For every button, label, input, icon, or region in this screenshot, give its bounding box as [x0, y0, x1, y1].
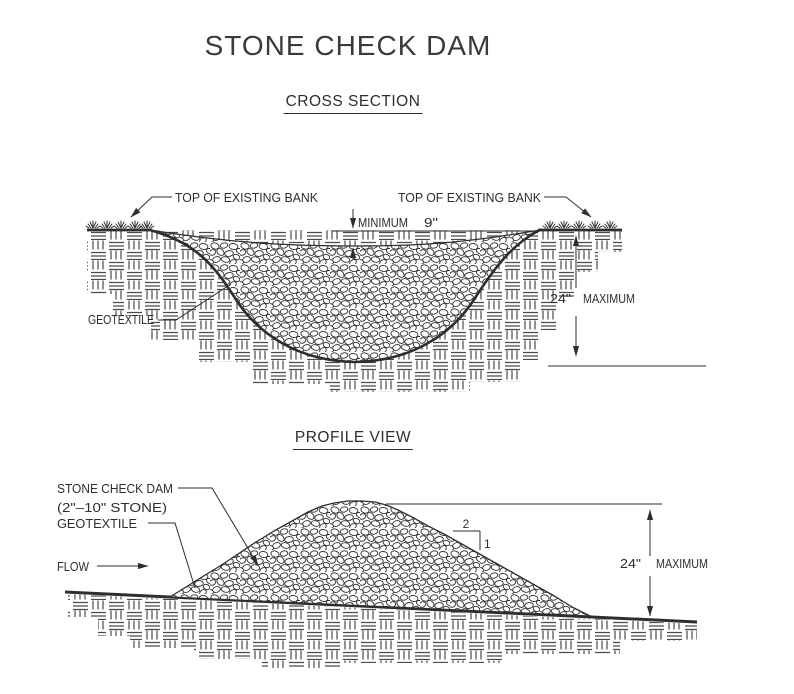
cs-label-top-of-bank-left: TOP OF EXISTING BANK	[130, 190, 318, 218]
cs-grass-left	[85, 220, 155, 229]
pv-label-geotextile: GEOTEXTILE	[57, 516, 196, 589]
cs-label-top-of-bank-right: TOP OF EXISTING BANK	[398, 190, 592, 218]
pv-slope-indicator: 2 1	[453, 517, 491, 551]
cs-label-geotextile: GEOTEXTILE	[88, 283, 232, 327]
pv-earth-hatch	[68, 594, 697, 668]
pv-max-label: MAXIMUM	[656, 556, 708, 571]
cs-minimum-text: MINIMUM	[358, 215, 408, 230]
profile-view-drawing: 24" MAXIMUM 2 1 FLOW STONE CHECK DAM (2"…	[57, 481, 708, 668]
cs-max-value: 24"	[550, 291, 571, 306]
cross-section-drawing: TOP OF EXISTING BANK TOP OF EXISTING BAN…	[85, 190, 706, 392]
cs-geotextile-text: GEOTEXTILE	[88, 312, 154, 327]
pv-dam-name-text: STONE CHECK DAM	[57, 481, 173, 496]
pv-geotextile-text: GEOTEXTILE	[57, 516, 137, 531]
pv-dimension-24-maximum: 24" MAXIMUM	[386, 503, 708, 617]
cs-minimum-value: 9"	[424, 215, 438, 230]
cross-section-heading: CROSS SECTION	[283, 93, 423, 114]
pv-flow: FLOW	[57, 559, 149, 574]
cs-dimension-24-maximum: 24" MAXIMUM	[548, 235, 706, 367]
pv-flow-text: FLOW	[57, 559, 90, 574]
cs-max-label: MAXIMUM	[583, 291, 635, 306]
cs-grass-right	[542, 220, 618, 229]
pv-slope-run: 2	[463, 517, 470, 531]
cs-top-of-bank-left-text: TOP OF EXISTING BANK	[175, 190, 318, 205]
pv-max-value: 24"	[620, 556, 641, 571]
pv-stone-mound	[169, 500, 591, 617]
cs-geotextile-curve	[148, 228, 542, 364]
cs-dimension-minimum-9: MINIMUM 9"	[332, 209, 540, 260]
pv-dam-stone-size-text: (2"–10" STONE)	[57, 500, 167, 515]
cs-top-of-bank-right-text: TOP OF EXISTING BANK	[398, 190, 541, 205]
profile-view-heading: PROFILE VIEW	[292, 429, 414, 450]
pv-slope-rise: 1	[484, 537, 491, 551]
pv-label-stone-check-dam: STONE CHECK DAM (2"–10" STONE)	[57, 481, 259, 566]
page-title: STONE CHECK DAM	[204, 30, 492, 61]
